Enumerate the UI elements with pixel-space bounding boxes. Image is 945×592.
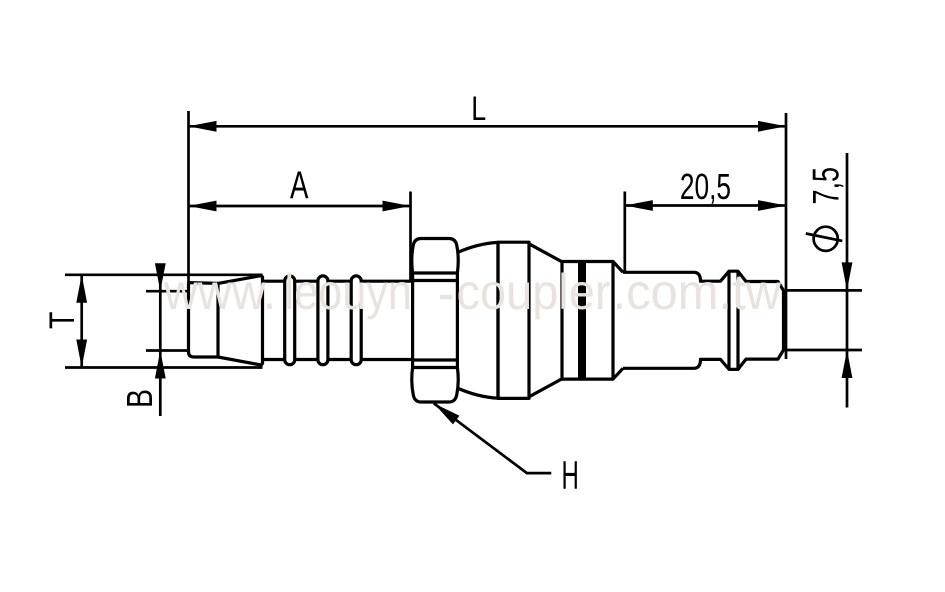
svg-text:T: T (42, 312, 82, 329)
svg-text:A: A (290, 165, 309, 207)
svg-text:B: B (120, 389, 160, 408)
svg-text:20,5: 20,5 (680, 166, 731, 207)
svg-text:leouyn: leouyn (285, 263, 413, 320)
svg-text:7,5: 7,5 (805, 167, 846, 205)
svg-text:H: H (562, 452, 579, 497)
svg-text:www.: www. (163, 263, 276, 320)
svg-text:.com.tw: .com.tw (613, 263, 782, 320)
svg-text:L: L (471, 90, 486, 128)
svg-text:coupler: coupler (457, 263, 611, 320)
